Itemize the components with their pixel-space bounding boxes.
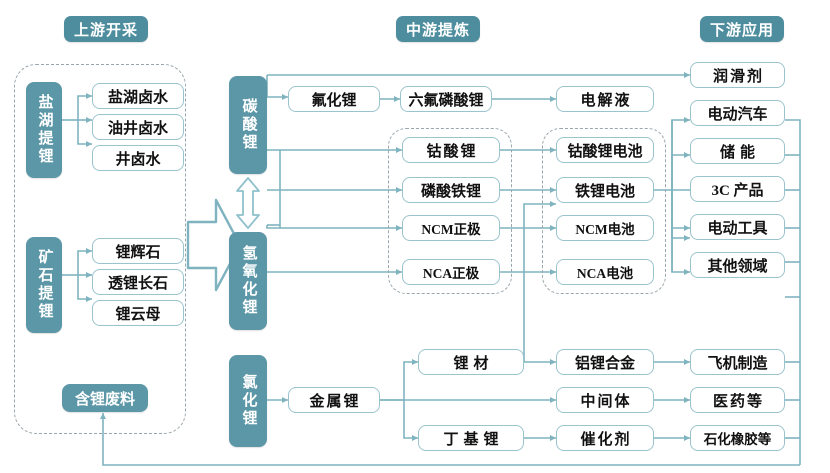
box-label: 飞机制造 [707,355,768,372]
box-label: 电动工具 [707,220,768,237]
box-label: 油井卤水 [107,120,168,137]
metal-downstream-catalyst[interactable]: 催化剂 [556,425,654,451]
box-label: 氢氧化锂 [240,245,257,317]
upstream-group-container [14,64,186,434]
midstream-intermediate-lithium-metal[interactable]: 金属锂 [288,387,380,413]
upstream-source-lepidolite[interactable]: 锂云母 [92,300,184,326]
box-label: 盐湖卤水 [107,89,168,106]
cathode-nca[interactable]: NCA正极 [402,259,500,285]
box-label: 六氟磷酸锂 [408,92,484,109]
box-label: 3C 产品 [711,182,764,199]
application-petrochemical-rubber[interactable]: 石化橡胶等 [690,425,785,451]
header-badge-midstream: 中游提炼 [396,16,480,42]
upstream-source-spodumene[interactable]: 锂辉石 [92,238,184,264]
upstream-recycled-lithium-waste[interactable]: 含锂废料 [62,384,148,412]
upstream-category-brine[interactable]: 盐湖提锂 [26,82,62,178]
upstream-source-petalite[interactable]: 透锂长石 [92,269,184,295]
upstream-source-well-brine[interactable]: 井卤水 [92,145,184,171]
upstream-category-ore[interactable]: 矿石提锂 [26,237,62,333]
box-label: 电解液 [580,92,632,109]
upstream-source-oil-well-brine[interactable]: 油井卤水 [92,114,184,140]
metal-downstream-aluminum-lithium-alloy[interactable]: 铝锂合金 [556,349,654,375]
box-label: 钴酸锂电池 [567,143,643,160]
cathode-group-container [388,128,512,294]
application-electric-vehicle[interactable]: 电动汽车 [690,100,785,126]
midstream-chemical-lithium-carbonate[interactable]: 碳酸锂 [229,76,267,174]
header-badge-upstream: 上游开采 [64,16,148,42]
box-label: NCA正极 [422,266,480,281]
metal-downstream-intermediate[interactable]: 中间体 [556,387,654,413]
box-label: NCM正极 [421,222,481,237]
battery-group-container [542,128,666,294]
box-label: 磷酸铁锂 [420,183,481,200]
application-lubricant[interactable]: 润滑剂 [690,62,785,88]
battery-nca[interactable]: NCA电池 [556,259,654,285]
battery-lithium-cobalt-oxide[interactable]: 钴酸锂电池 [556,137,654,163]
box-label: 铁锂电池 [574,183,635,200]
midstream-intermediate-lithium-fluoride[interactable]: 氟化锂 [288,86,380,112]
box-label: 钴酸锂 [426,143,478,160]
application-other-fields[interactable]: 其他领域 [690,252,785,278]
midstream-chemical-lithium-hydroxide[interactable]: 氢氧化锂 [229,232,267,330]
application-pharmaceuticals[interactable]: 医药等 [690,387,785,413]
midstream-intermediate-electrolyte[interactable]: 电解液 [556,86,654,112]
box-label: 催化剂 [580,431,632,448]
box-label: 金属锂 [309,393,361,410]
box-label: 氟化锂 [311,92,357,109]
box-label: 碳酸锂 [240,98,257,152]
application-energy-storage[interactable]: 储能 [690,138,785,164]
box-label: 锂云母 [115,306,161,323]
box-label: 储能 [719,144,760,161]
upstream-source-salt-lake-brine[interactable]: 盐湖卤水 [92,83,184,109]
box-label: 锂辉石 [115,244,161,261]
box-label: 医药等 [712,393,764,410]
category-label: 盐湖提锂 [36,94,53,166]
midstream-intermediate-lithium-hexafluorophosphate[interactable]: 六氟磷酸锂 [400,86,492,112]
box-label: 润滑剂 [712,68,764,85]
box-label: 石化橡胶等 [703,432,772,447]
bidirectional-conversion-arrow [236,177,260,229]
header-badge-downstream: 下游应用 [700,16,784,42]
header-label: 中游提炼 [405,22,470,39]
box-label: 丁基锂 [443,431,504,448]
box-label: 铝锂合金 [574,355,635,372]
header-label: 下游应用 [709,22,774,39]
box-label: NCM电池 [575,222,635,237]
header-label: 上游开采 [73,22,138,39]
metal-product-lithium-foil[interactable]: 锂材 [418,349,524,375]
box-label: 含锂废料 [74,391,135,408]
category-label: 矿石提锂 [36,249,53,321]
box-label: 氯化锂 [240,374,257,428]
application-3c-products[interactable]: 3C 产品 [690,176,785,202]
application-power-tools[interactable]: 电动工具 [690,214,785,240]
flow-arrow-upstream-to-midstream [186,198,242,292]
metal-product-butyllithium[interactable]: 丁基锂 [418,425,524,451]
box-label: NCA电池 [576,266,634,281]
box-label: 电动汽车 [707,106,768,123]
battery-ncm[interactable]: NCM电池 [556,215,654,241]
box-label: 其他领域 [707,258,768,275]
cathode-lithium-cobalt-oxide[interactable]: 钴酸锂 [402,137,500,163]
box-label: 透锂长石 [107,275,168,292]
box-label: 井卤水 [115,151,161,168]
box-label: 中间体 [580,393,632,410]
application-aircraft-manufacturing[interactable]: 飞机制造 [690,349,785,375]
cathode-lithium-iron-phosphate[interactable]: 磷酸铁锂 [402,177,500,203]
midstream-chemical-lithium-chloride[interactable]: 氯化锂 [229,355,267,447]
battery-lfp[interactable]: 铁锂电池 [556,177,654,203]
box-label: 锂材 [453,355,494,372]
cathode-ncm[interactable]: NCM正极 [402,215,500,241]
